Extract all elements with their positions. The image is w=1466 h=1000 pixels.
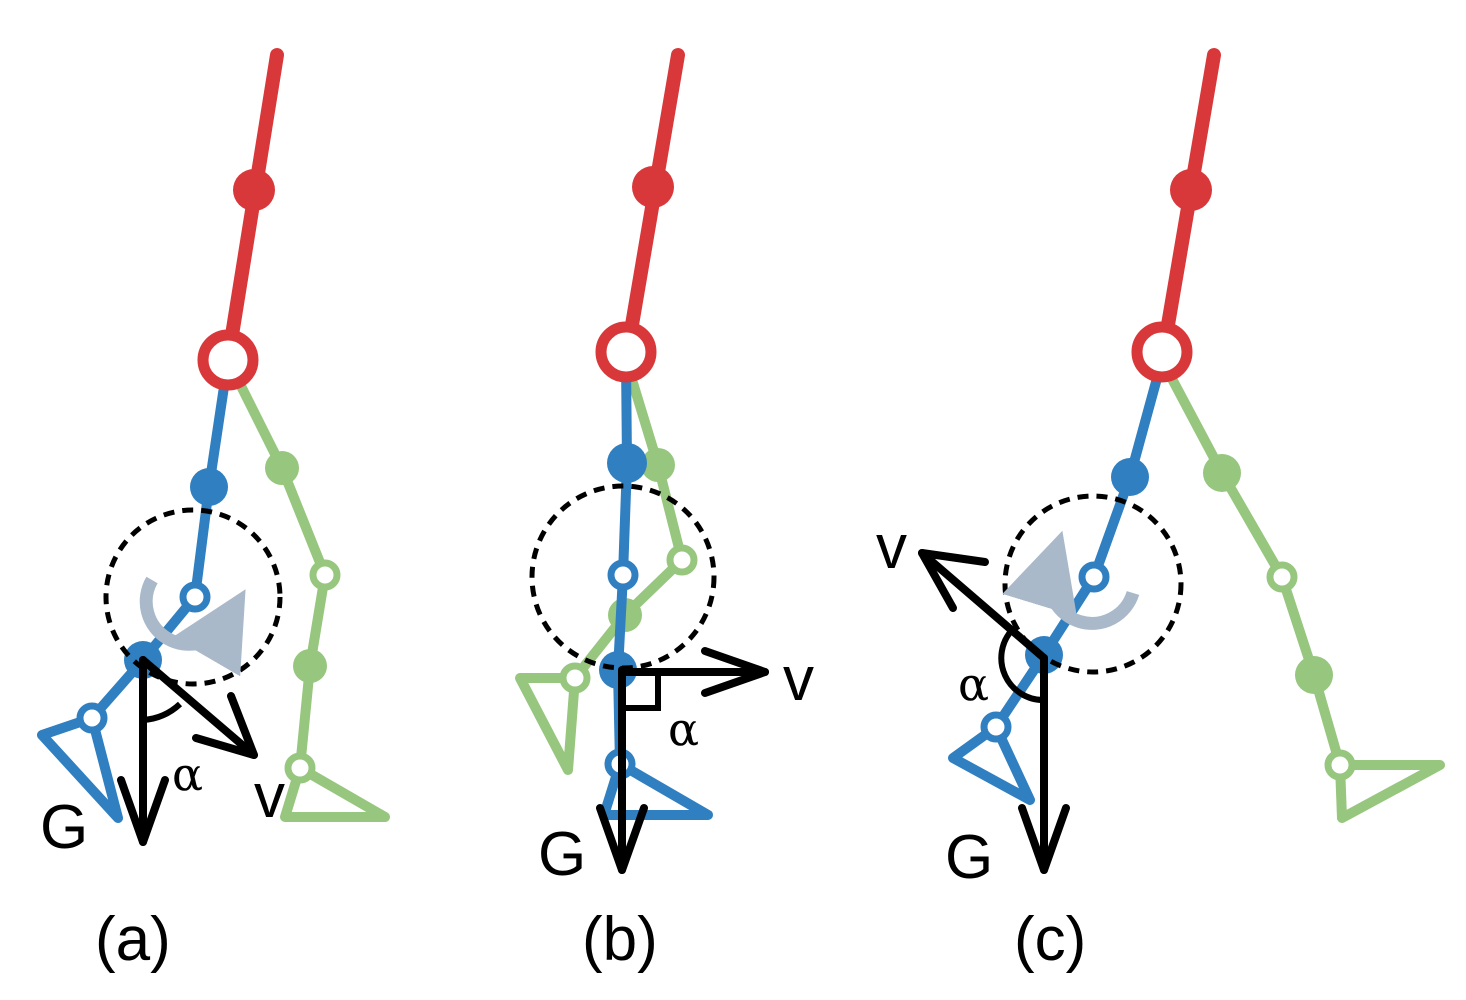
panel-caption: (b) (582, 905, 658, 974)
panel-caption: (c) (1014, 905, 1086, 974)
velocity-arrow (618, 647, 769, 697)
torso-joint (1170, 169, 1212, 211)
panel-a: α v G (a) (37, 48, 390, 974)
swing-ankle-joint (666, 544, 698, 576)
swing-ankle-joint (309, 559, 341, 591)
rotation-arrow-icon (139, 576, 246, 677)
angle-arc (998, 628, 1045, 704)
velocity-label: v (783, 645, 814, 714)
swing-foot-joint (1324, 749, 1356, 781)
right-angle-marker (622, 672, 661, 711)
gravity-arrow (596, 666, 648, 874)
torso-joint (632, 166, 674, 208)
gravity-label: G (40, 793, 88, 862)
swing-foot-joint (284, 752, 316, 784)
swing-leg (1157, 355, 1445, 823)
swing-ankle-joint (1266, 561, 1298, 593)
stance-knee-joint (607, 443, 647, 483)
velocity-label: v (876, 513, 907, 582)
gravity-arrow (1018, 654, 1070, 874)
hip-joint (595, 321, 657, 383)
swing-knee-joint (641, 448, 675, 482)
gravity-label: G (945, 823, 993, 892)
swing-shank-joint (1295, 656, 1333, 694)
stance-foot-joint (76, 702, 108, 734)
swing-shank-joint (293, 649, 327, 683)
panel-caption: (a) (95, 905, 171, 974)
panel-b: α v G (b) (515, 48, 814, 974)
swing-knee-joint (1203, 454, 1241, 492)
stance-ankle-joint (607, 559, 639, 591)
stance-foot-joint (980, 711, 1012, 743)
velocity-arrow (139, 656, 258, 759)
angle-label: α (668, 702, 699, 756)
velocity-arrow (918, 549, 1048, 662)
stance-knee-joint (190, 468, 228, 506)
gravity-label: G (538, 820, 586, 889)
velocity-label: v (254, 762, 285, 831)
hip-joint (1131, 321, 1193, 383)
stance-knee-joint (1111, 458, 1149, 496)
stance-ankle-joint (1078, 561, 1110, 593)
panel-c: α v G (c) (876, 48, 1445, 974)
swing-foot-joint (559, 662, 591, 694)
dashed-circle (103, 507, 283, 687)
swing-knee-joint (265, 451, 299, 485)
stance-ankle-joint (179, 581, 211, 613)
gravity-arrow (117, 656, 169, 846)
rotation-arrow-icon (1002, 530, 1140, 630)
angle-label: α (172, 747, 203, 801)
torso-joint (233, 169, 275, 211)
hip-joint (197, 329, 259, 391)
angle-arc (142, 701, 183, 723)
angle-label: α (958, 657, 989, 711)
